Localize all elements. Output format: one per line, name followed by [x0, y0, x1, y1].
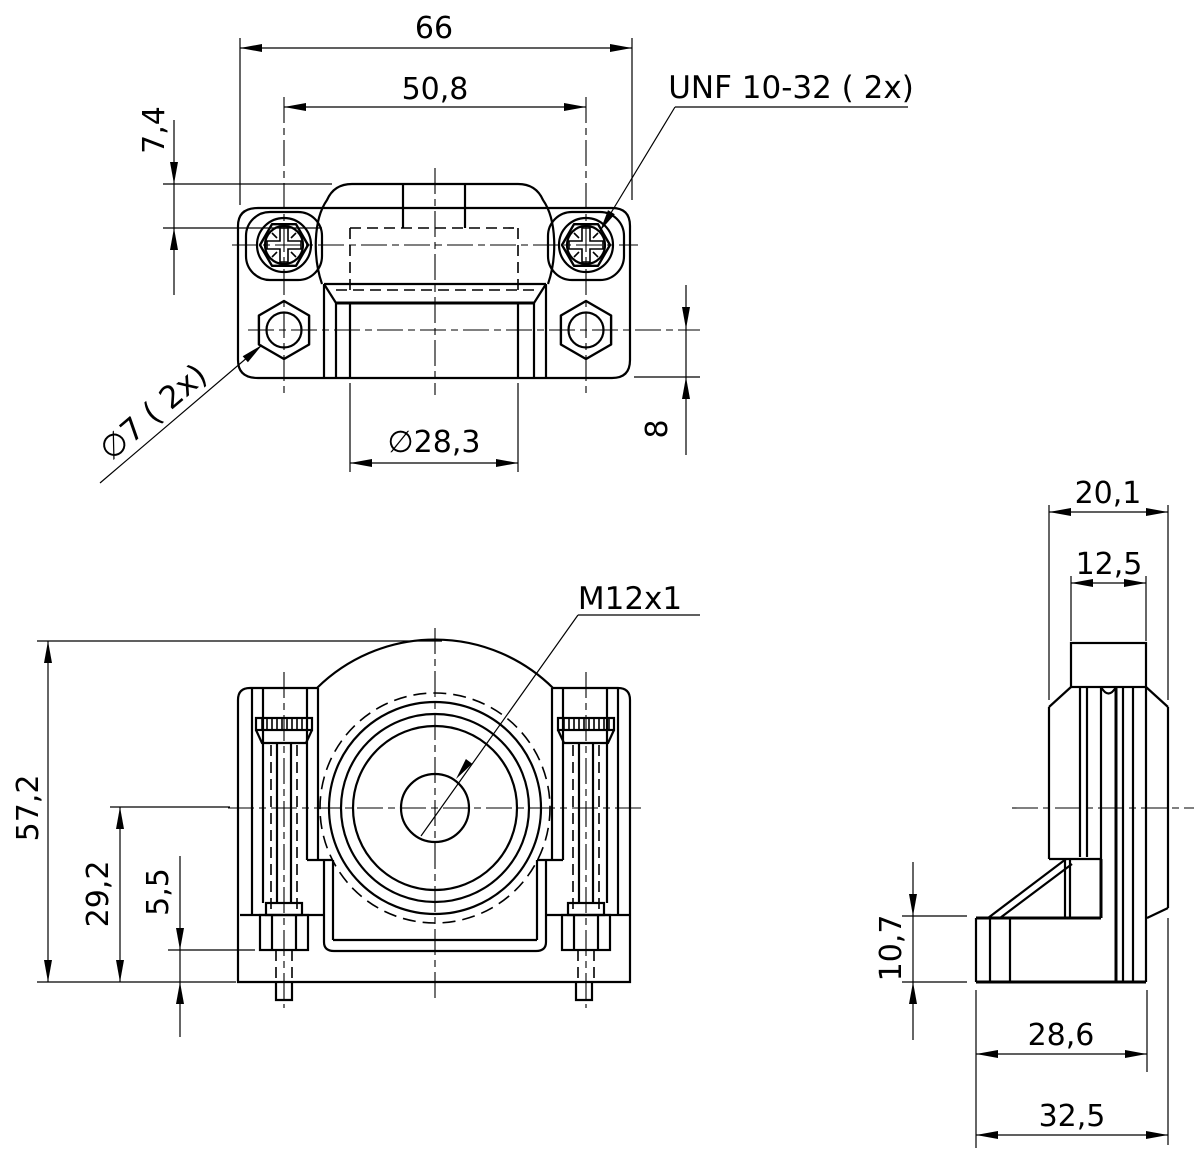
dim-label-29-2: 29,2	[81, 861, 116, 928]
phillips-icon	[568, 227, 604, 263]
front-view-centerlines	[228, 628, 642, 1002]
callout-label-m12: M12x1	[578, 581, 682, 617]
dim-label-28-6: 28,6	[1028, 1018, 1095, 1053]
callout-m12-thread: M12x1	[420, 581, 700, 837]
side-view: 20,1 12,5 10,7 28,6	[874, 476, 1194, 1148]
dim-label-32-5: 32,5	[1039, 1099, 1106, 1134]
dim-front-axis-height: 29,2	[81, 806, 230, 982]
dim-side-overall-depth: 32,5	[976, 918, 1169, 1145]
dim-label-7-4: 7,4	[137, 106, 172, 154]
dim-side-top-depth: 20,1	[1048, 476, 1169, 700]
dim-side-foot-height: 10,7	[874, 862, 967, 1040]
front-view: M12x1 57,2 29,2 5,5	[11, 581, 700, 1037]
bolt-left	[250, 672, 320, 1008]
hidden-bore	[336, 227, 534, 291]
dim-label-12-5: 12,5	[1076, 547, 1143, 582]
front-view-outline	[236, 638, 632, 984]
dim-side-block-depth: 12,5	[1070, 547, 1147, 641]
dim-top-total-width: 66	[239, 11, 633, 205]
dim-label-28-3: ∅28,3	[388, 425, 481, 460]
dim-label-50-8: 50,8	[402, 72, 469, 107]
dim-label-8: 8	[640, 419, 675, 438]
top-clamp-block	[1069, 641, 1148, 689]
callout-hole-diameter: ∅7 ( 2x)	[93, 344, 263, 484]
top-view: 66 50,8 7,4 UNF 10-32 ( 2x)	[93, 11, 914, 484]
callout-label-unf: UNF 10-32 ( 2x)	[668, 70, 914, 106]
dim-hole-to-edge: 8	[634, 285, 700, 455]
dim-top-screw-spacing: 50,8	[284, 72, 586, 111]
dim-top-to-bore: 7,4	[137, 106, 332, 295]
dim-label-20-1: 20,1	[1075, 476, 1142, 511]
dim-side-foot-depth: 28,6	[975, 990, 1148, 1148]
dim-front-total-height: 57,2	[11, 640, 442, 983]
bolt-right	[550, 672, 620, 1008]
callout-label-dia7: ∅7 ( 2x)	[93, 357, 214, 468]
dim-bore-diameter: ∅28,3	[349, 383, 519, 472]
dim-front-step-height: 5,5	[141, 856, 255, 1037]
dim-label-10-7: 10,7	[874, 915, 909, 982]
top-view-centerlines	[232, 97, 700, 398]
dim-label-5-5: 5,5	[141, 868, 176, 916]
dim-label-66: 66	[415, 11, 453, 46]
dim-label-57-2: 57,2	[11, 775, 46, 842]
side-view-body	[974, 641, 1170, 984]
callout-unf-thread: UNF 10-32 ( 2x)	[599, 70, 914, 232]
phillips-icon	[266, 227, 302, 263]
